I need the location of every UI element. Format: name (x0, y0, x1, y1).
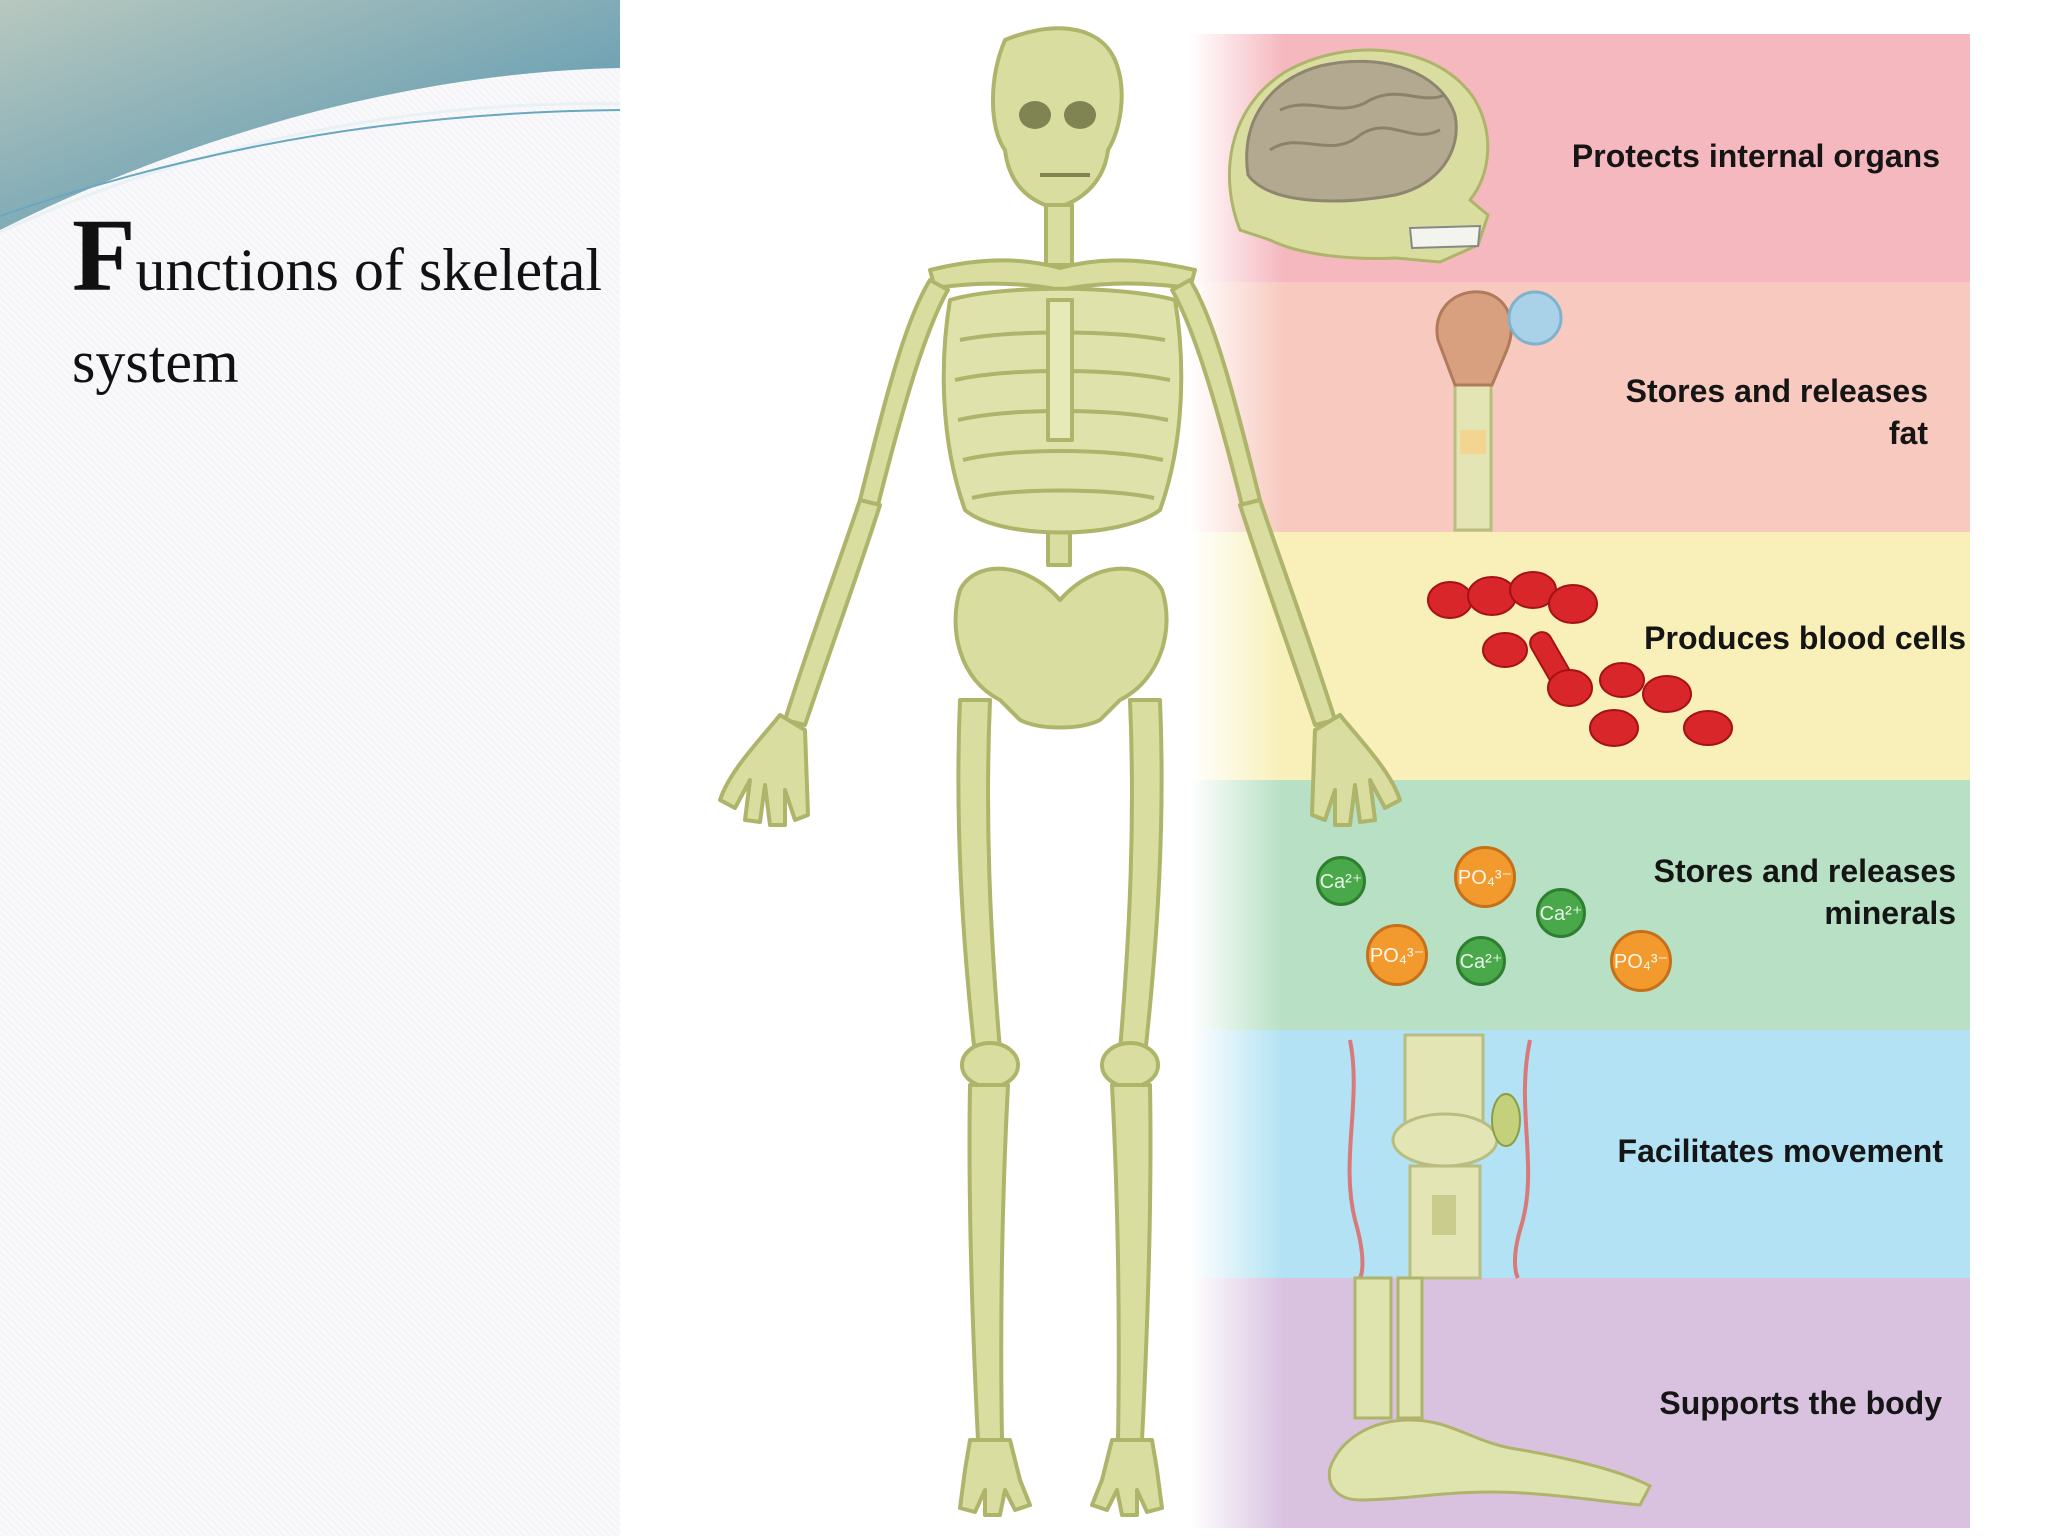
sternum (1046, 298, 1074, 442)
cervical-spine (1044, 203, 1074, 267)
left-femur (956, 698, 1002, 1057)
phosphate-ion-icon: PO₄³⁻ (1610, 930, 1672, 992)
calcium-ion-icon: Ca²⁺ (1456, 936, 1506, 986)
calcium-ion-icon: Ca²⁺ (1316, 856, 1366, 906)
slide-title: Functions of skeletal system (72, 204, 632, 408)
right-hand (1310, 713, 1402, 827)
label-stores-minerals: Stores and releases minerals (1653, 853, 1956, 931)
femur-fat-illustration (1435, 290, 1563, 532)
left-humerus (858, 278, 950, 507)
band-movement (1190, 1030, 1970, 1278)
right-tibia (1110, 1083, 1153, 1442)
label-stores-fat: Stores and releases fat (1625, 373, 1928, 451)
right-knee (1100, 1041, 1160, 1089)
phosphate-ion-icon: PO₄³⁻ (1366, 924, 1428, 986)
slide-background (0, 0, 620, 1536)
pelvis (953, 566, 1169, 730)
label-blood-cells: Produces blood cells (1644, 620, 1966, 656)
blood-cells-illustration (1427, 571, 1733, 747)
foot-ankle-illustration (1327, 1276, 1653, 1507)
calcium-ion-icon: Ca²⁺ (1536, 888, 1586, 938)
label-facilitates-movement: Facilitates movement (1617, 1133, 1943, 1169)
right-foot (1090, 1438, 1164, 1517)
left-tibia (967, 1083, 1010, 1442)
left-foot (958, 1438, 1032, 1517)
skull (991, 26, 1124, 207)
left-hand (718, 713, 810, 827)
band-fat (1190, 282, 1970, 532)
left-knee (960, 1041, 1020, 1089)
left-forearm (783, 498, 882, 727)
title-initial: F (72, 198, 136, 313)
header-swoosh-decoration (0, 0, 620, 234)
title-text: unctions of skeletal system (72, 237, 603, 395)
label-supports-body: Supports the body (1659, 1385, 1942, 1421)
skull-brain-illustration (1228, 48, 1490, 264)
right-humerus (1170, 278, 1262, 507)
label-protects-organs: Protects internal organs (1571, 138, 1940, 174)
right-forearm (1238, 498, 1337, 727)
right-femur (1118, 698, 1164, 1057)
knee-joint-illustration (1347, 1033, 1532, 1280)
phosphate-ion-icon: PO₄³⁻ (1454, 846, 1516, 908)
